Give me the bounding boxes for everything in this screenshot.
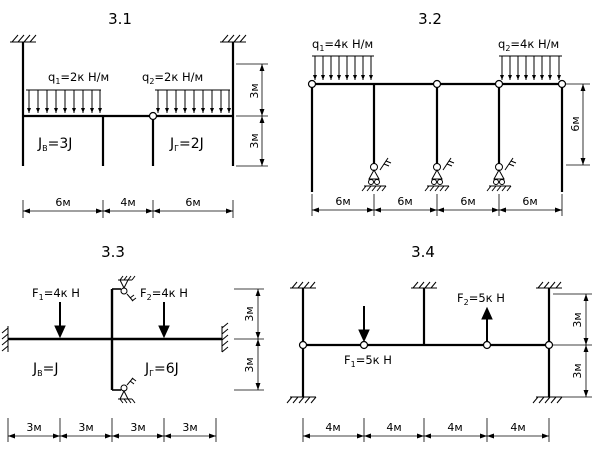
dim-h-label: 4м [510, 421, 525, 434]
dim-h-label: 6м [522, 195, 537, 208]
frame-members [8, 289, 222, 390]
dim-h-label: 6м [460, 195, 475, 208]
dim-v-label: 3м [248, 83, 261, 98]
distributed-load-q2 [155, 89, 231, 113]
figure-3-1: 3.1 [10, 10, 268, 218]
dim-h-label: 6м [335, 195, 350, 208]
figure-title: 3.1 [108, 10, 132, 28]
frame-members [301, 288, 551, 397]
dim-h-label: 4м [386, 421, 401, 434]
pin-support-bottom [112, 377, 137, 404]
figure-title: 3.3 [101, 243, 125, 261]
pin-support-top [112, 275, 137, 302]
dim-h-label: 4м [325, 421, 340, 434]
dim-h-label: 3м [182, 421, 197, 434]
distributed-load-q1 [312, 55, 374, 80]
dim-v-label: 3м [571, 312, 584, 327]
dim-h-label: 3м [130, 421, 145, 434]
figure-3-4: 3.4 [286, 243, 592, 442]
pin-support [424, 157, 455, 192]
dim-v-label: 3м [248, 133, 261, 148]
figure-title: 3.2 [418, 10, 442, 28]
distributed-load-q1 [26, 89, 102, 113]
dimension-horizontal [311, 194, 563, 216]
dimension-horizontal [22, 200, 234, 218]
load-label-q1: q1=2к Н/м [48, 70, 109, 86]
dim-v-label: 3м [571, 363, 584, 378]
stiffness-label-left: JВ=3J [37, 136, 72, 153]
fixed-support-right [221, 322, 229, 353]
stiffness-label-right: JГ=6J [144, 361, 179, 378]
load-label-q2: q2=2к Н/м [142, 70, 203, 86]
figure-3-3: 3.3 [1, 243, 264, 442]
dim-h-label: 4м [120, 196, 135, 209]
hinge [148, 111, 158, 121]
load-label-q1: q1=4к Н/м [312, 37, 373, 53]
dimension-horizontal [302, 418, 550, 442]
fixed-support-top-left [10, 34, 37, 43]
figure-title: 3.4 [411, 243, 435, 261]
force-f2 [481, 306, 493, 341]
dim-h-label: 6м [397, 195, 412, 208]
figure-3-2: 3.2 [307, 10, 590, 216]
force-label-f1: F1=4к Н [32, 286, 80, 302]
dimension-vertical [236, 63, 268, 167]
force-label-f2: F2=5к Н [457, 291, 505, 307]
fixed-support-left [1, 326, 9, 352]
dim-h-label: 3м [78, 421, 93, 434]
force-label-f2: F2=4к Н [140, 286, 188, 302]
pin-support [361, 157, 392, 192]
force-f1 [54, 302, 66, 339]
dimension-vertical [234, 288, 264, 391]
fixed-support-top [290, 281, 562, 289]
force-f1 [358, 306, 370, 343]
dim-h-label: 6м [185, 196, 200, 209]
load-label-q2: q2=4к Н/м [498, 37, 559, 53]
fixed-support-bottom [286, 396, 563, 404]
force-label-f1: F1=5к Н [344, 353, 392, 369]
stiffness-label-right: JГ=2J [169, 136, 204, 153]
distributed-load-q2 [499, 55, 562, 80]
dim-v-label: 3м [243, 306, 256, 321]
dim-h-label: 3м [26, 421, 41, 434]
dim-v-label: 6м [569, 116, 582, 131]
force-f2 [158, 302, 170, 339]
dim-h-label: 6м [55, 196, 70, 209]
dim-v-label: 3м [243, 357, 256, 372]
dim-h-label: 4м [447, 421, 462, 434]
fixed-support-top-right [220, 34, 247, 43]
pin-support [486, 157, 517, 192]
dimension-horizontal [7, 418, 217, 442]
frame-members [21, 42, 235, 166]
dimension-vertical [553, 293, 592, 398]
dimension-vertical [566, 83, 590, 166]
hinges [307, 79, 567, 89]
stiffness-label-left: JВ=J [32, 361, 59, 378]
